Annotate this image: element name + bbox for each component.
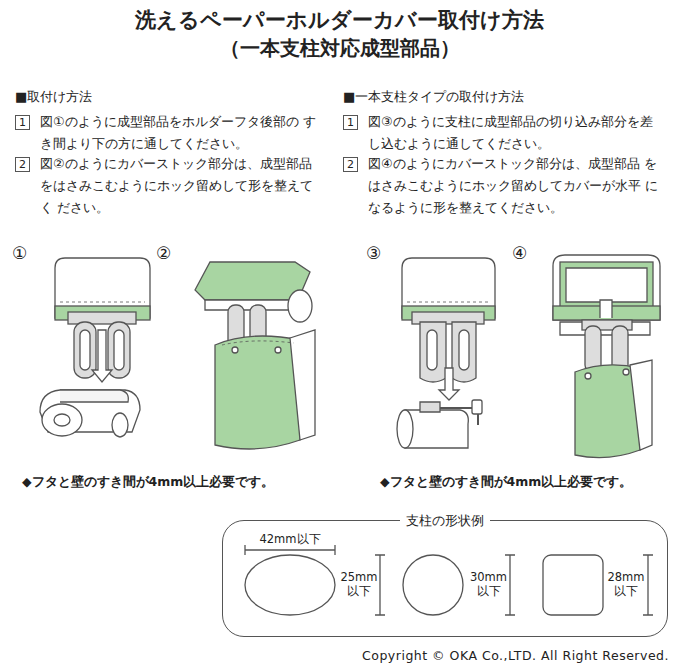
note: ◆フタと壁のすき間が4mm以上必要です。: [380, 474, 632, 491]
shape-example-frame: 支柱の形状例: [222, 520, 668, 637]
callout-number: ①: [12, 243, 27, 263]
step-number: 2: [19, 158, 26, 171]
instruction: 図①のように成型部品をホルダーフタ後部の すき間より下の方に通してください。: [40, 111, 322, 155]
figure-1: [40, 258, 150, 437]
instruction: 図②のようにカバーストック部分は、成型部品 をはさみこむようにホック留めして形を…: [40, 153, 322, 219]
callout-number: ④: [512, 243, 527, 263]
instruction: 図③のように支柱に成型部品の切り込み部分を差 し込むように通してください。: [368, 111, 666, 155]
figure-4: [553, 255, 660, 458]
figure-2: [195, 262, 315, 449]
step-number-box: 2: [15, 157, 30, 172]
callout-number: ②: [156, 243, 171, 263]
step-number: 2: [347, 158, 354, 171]
dimension: 28mm 以下: [606, 570, 646, 598]
section-heading: ■一本支柱タイプの取付け方法: [343, 88, 524, 106]
section-heading: ■取付け方法: [15, 88, 92, 106]
callout-number: ③: [366, 243, 381, 263]
instruction: 図④のようにカバーストック部分は、成型部品 をはさみこむようにホック留めしてカバ…: [368, 153, 666, 219]
subtitle: （一本支柱対応成型部品）: [0, 35, 679, 62]
frame-heading: 支柱の形状例: [400, 512, 490, 530]
note: ◆フタと壁のすき間が4mm以上必要です。: [22, 474, 274, 491]
step-number: 1: [347, 116, 354, 129]
step-number-box: 2: [343, 157, 358, 172]
dimension: 42mm以下: [250, 532, 330, 547]
copyright: Copyright © OKA Co.,LTD. All Right Reser…: [362, 648, 669, 663]
step-number-box: 1: [15, 115, 30, 130]
figure-3: [397, 258, 495, 448]
post-shape-examples: [245, 545, 653, 615]
step-number: 1: [19, 116, 26, 129]
dimension: 25mm 以下: [340, 570, 378, 598]
title: 洗えるペーパーホルダーカバー取付け方法: [0, 6, 679, 34]
step-number-box: 1: [343, 115, 358, 130]
dimension: 30mm 以下: [469, 570, 508, 598]
